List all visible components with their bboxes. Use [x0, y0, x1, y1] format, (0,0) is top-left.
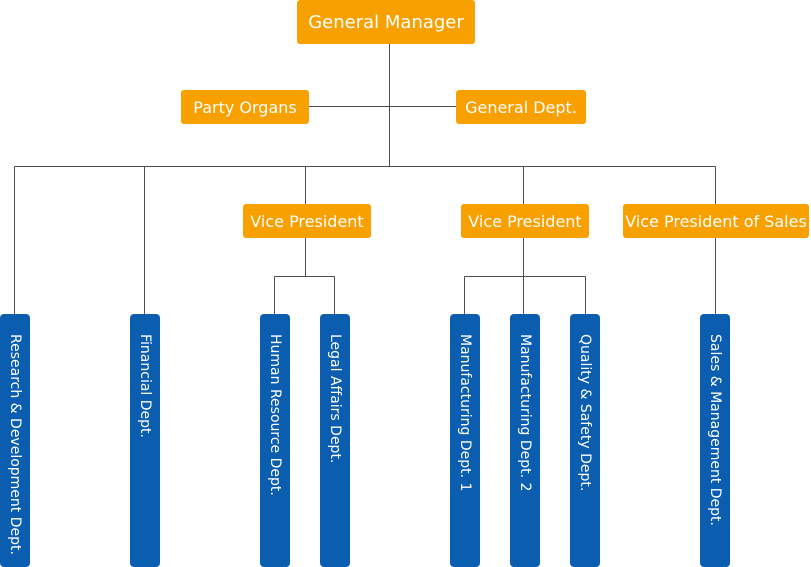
dept-node-legal-affairs: Legal Affairs Dept.: [320, 314, 350, 567]
vice-president-node-1: Vice President: [243, 204, 371, 238]
vice-president-label-1: Vice President: [250, 211, 364, 231]
dept-node-research-development: Research & Development Dept.: [0, 314, 30, 567]
dept-node-manufacturing-1: Manufacturing Dept. 1: [450, 314, 480, 567]
party-organs-label: Party Organs: [193, 97, 297, 117]
dept-label-manufacturing-1: Manufacturing Dept. 1: [457, 334, 473, 492]
dept-label-legal-affairs: Legal Affairs Dept.: [327, 334, 343, 464]
dept-label-sales-management: Sales & Management Dept.: [707, 334, 723, 526]
general-manager-label: General Manager: [308, 11, 464, 33]
dept-label-financial: Financial Dept.: [137, 334, 153, 438]
dept-label-research-development: Research & Development Dept.: [7, 334, 23, 555]
vice-president-sales-node: Vice President of Sales: [623, 204, 809, 238]
dept-node-sales-management: Sales & Management Dept.: [700, 314, 730, 567]
vice-president-label-2: Vice President: [468, 211, 582, 231]
dept-node-financial: Financial Dept.: [130, 314, 160, 567]
dept-node-quality-safety: Quality & Safety Dept.: [570, 314, 600, 567]
vice-president-sales-label: Vice President of Sales: [625, 211, 807, 231]
party-organs-node: Party Organs: [181, 90, 309, 124]
dept-label-human-resource: Human Resource Dept.: [267, 334, 283, 496]
general-dept-label: General Dept.: [465, 97, 577, 117]
dept-node-human-resource: Human Resource Dept.: [260, 314, 290, 567]
dept-node-manufacturing-2: Manufacturing Dept. 2: [510, 314, 540, 567]
general-manager-node: General Manager: [297, 0, 475, 44]
dept-label-manufacturing-2: Manufacturing Dept. 2: [517, 334, 533, 492]
general-dept-node: General Dept.: [456, 90, 586, 124]
dept-label-quality-safety: Quality & Safety Dept.: [577, 334, 593, 492]
vice-president-node-2: Vice President: [461, 204, 589, 238]
